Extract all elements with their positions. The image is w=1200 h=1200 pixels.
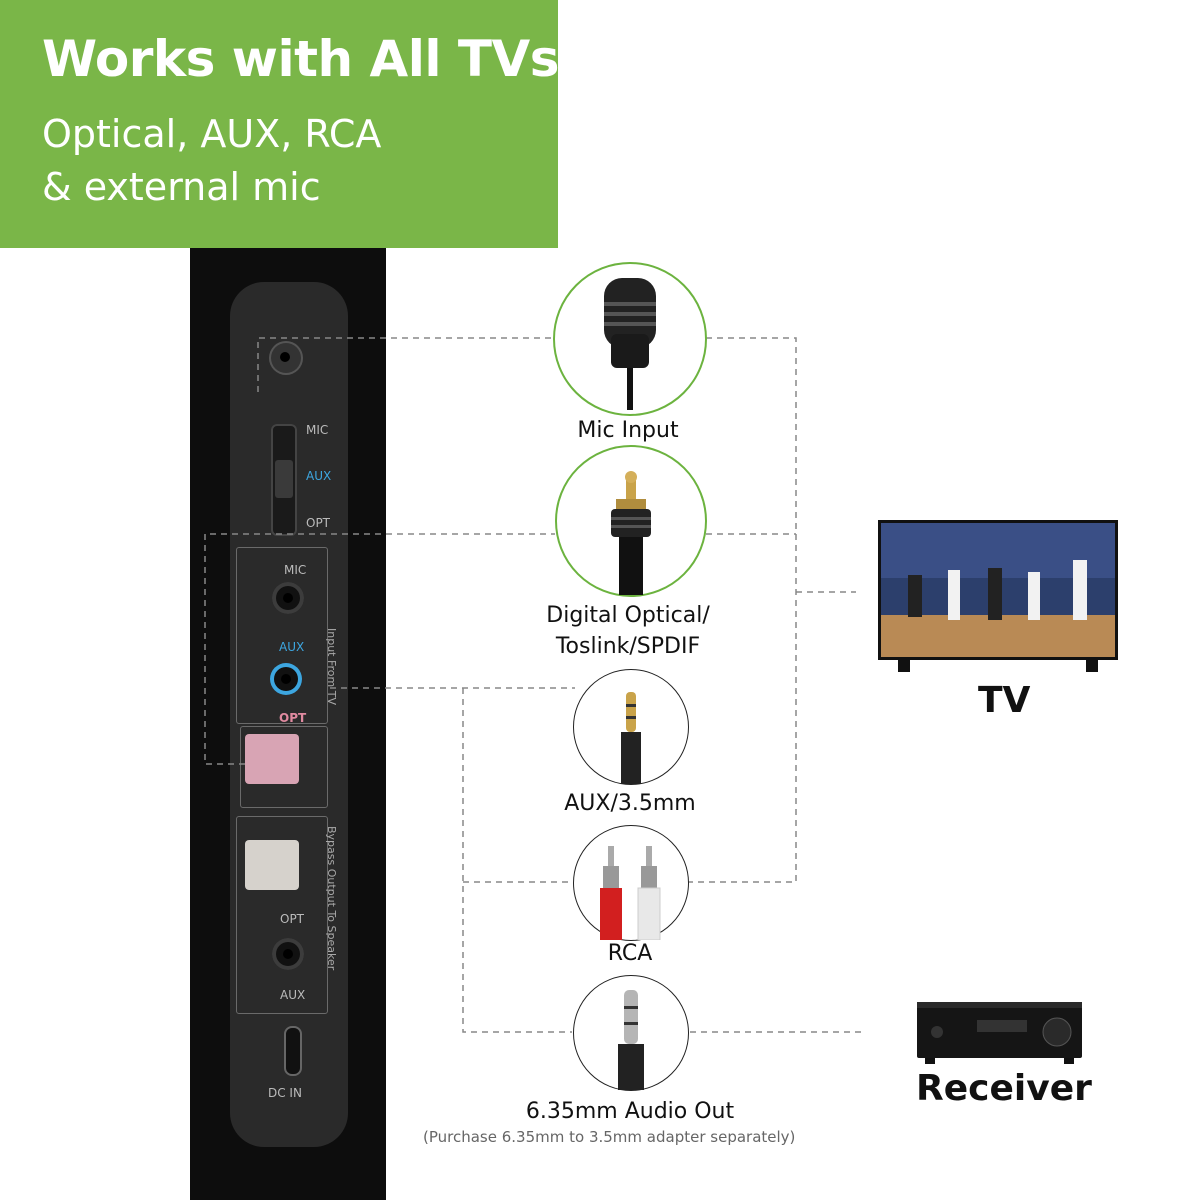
adapter-note: (Purchase 6.35mm to 3.5mm adapter separa… — [423, 1128, 796, 1146]
receiver-label: Receiver — [916, 1068, 1092, 1109]
optical-cable-icon — [611, 471, 651, 595]
mic-input-label: Mic Input — [577, 418, 679, 443]
microphone-icon — [604, 278, 656, 410]
dc-in-label: DC IN — [268, 1086, 302, 1100]
input-label-mic: MIC — [284, 563, 307, 577]
optical-output-port[interactable] — [245, 840, 299, 890]
output-label-aux: AUX — [280, 988, 306, 1002]
aux-input-jack[interactable] — [270, 663, 302, 695]
input-label-opt: OPT — [279, 711, 307, 725]
mic-input-circle — [553, 262, 707, 416]
receiver-icon — [917, 1002, 1082, 1064]
power-button[interactable] — [269, 341, 303, 375]
usb-c-power-port[interactable] — [284, 1026, 302, 1076]
header-banner: Works with All TVs Optical, AUX, RCA & e… — [0, 0, 559, 248]
output-bus-line — [462, 688, 572, 1033]
trs-label: 6.35mm Audio Out — [525, 1099, 735, 1124]
switch-label-aux: AUX — [306, 469, 332, 483]
rca-plug-icon — [600, 846, 661, 941]
mode-switch-knob — [275, 460, 293, 498]
optical-label-line2: Toslink/SPDIF — [555, 634, 701, 659]
aux-label: AUX/3.5mm — [564, 791, 696, 816]
aux-plug-icon — [621, 692, 641, 784]
switch-label-opt: OPT — [306, 516, 331, 530]
mic-input-jack[interactable] — [272, 582, 304, 614]
trs-plug-icon — [618, 990, 644, 1090]
rca-circle — [573, 825, 689, 941]
input-side-label: Input From TV — [325, 628, 338, 705]
rca-label: RCA — [607, 941, 653, 966]
trs-circle — [573, 975, 689, 1091]
tv-icon — [878, 520, 1118, 672]
output-section-box — [236, 816, 328, 1014]
input-label-aux: AUX — [279, 640, 305, 654]
aux-output-jack[interactable] — [272, 938, 304, 970]
banner-subtitle-line1: Optical, AUX, RCA — [42, 112, 382, 156]
switch-label-mic: MIC — [306, 423, 329, 437]
input-section-box — [236, 547, 328, 724]
output-label-opt: OPT — [280, 912, 305, 926]
optical-input-port[interactable] — [245, 734, 299, 784]
optical-label-line1: Digital Optical/ — [546, 603, 710, 628]
tv-label: TV — [978, 680, 1031, 721]
banner-title: Works with All TVs — [42, 30, 559, 88]
mode-switch[interactable] — [271, 424, 297, 536]
optical-circle — [555, 445, 707, 597]
banner-subtitle-line2: & external mic — [42, 165, 321, 209]
aux-circle — [573, 669, 689, 785]
output-side-label: Bypass Output To Speaker — [325, 826, 338, 971]
